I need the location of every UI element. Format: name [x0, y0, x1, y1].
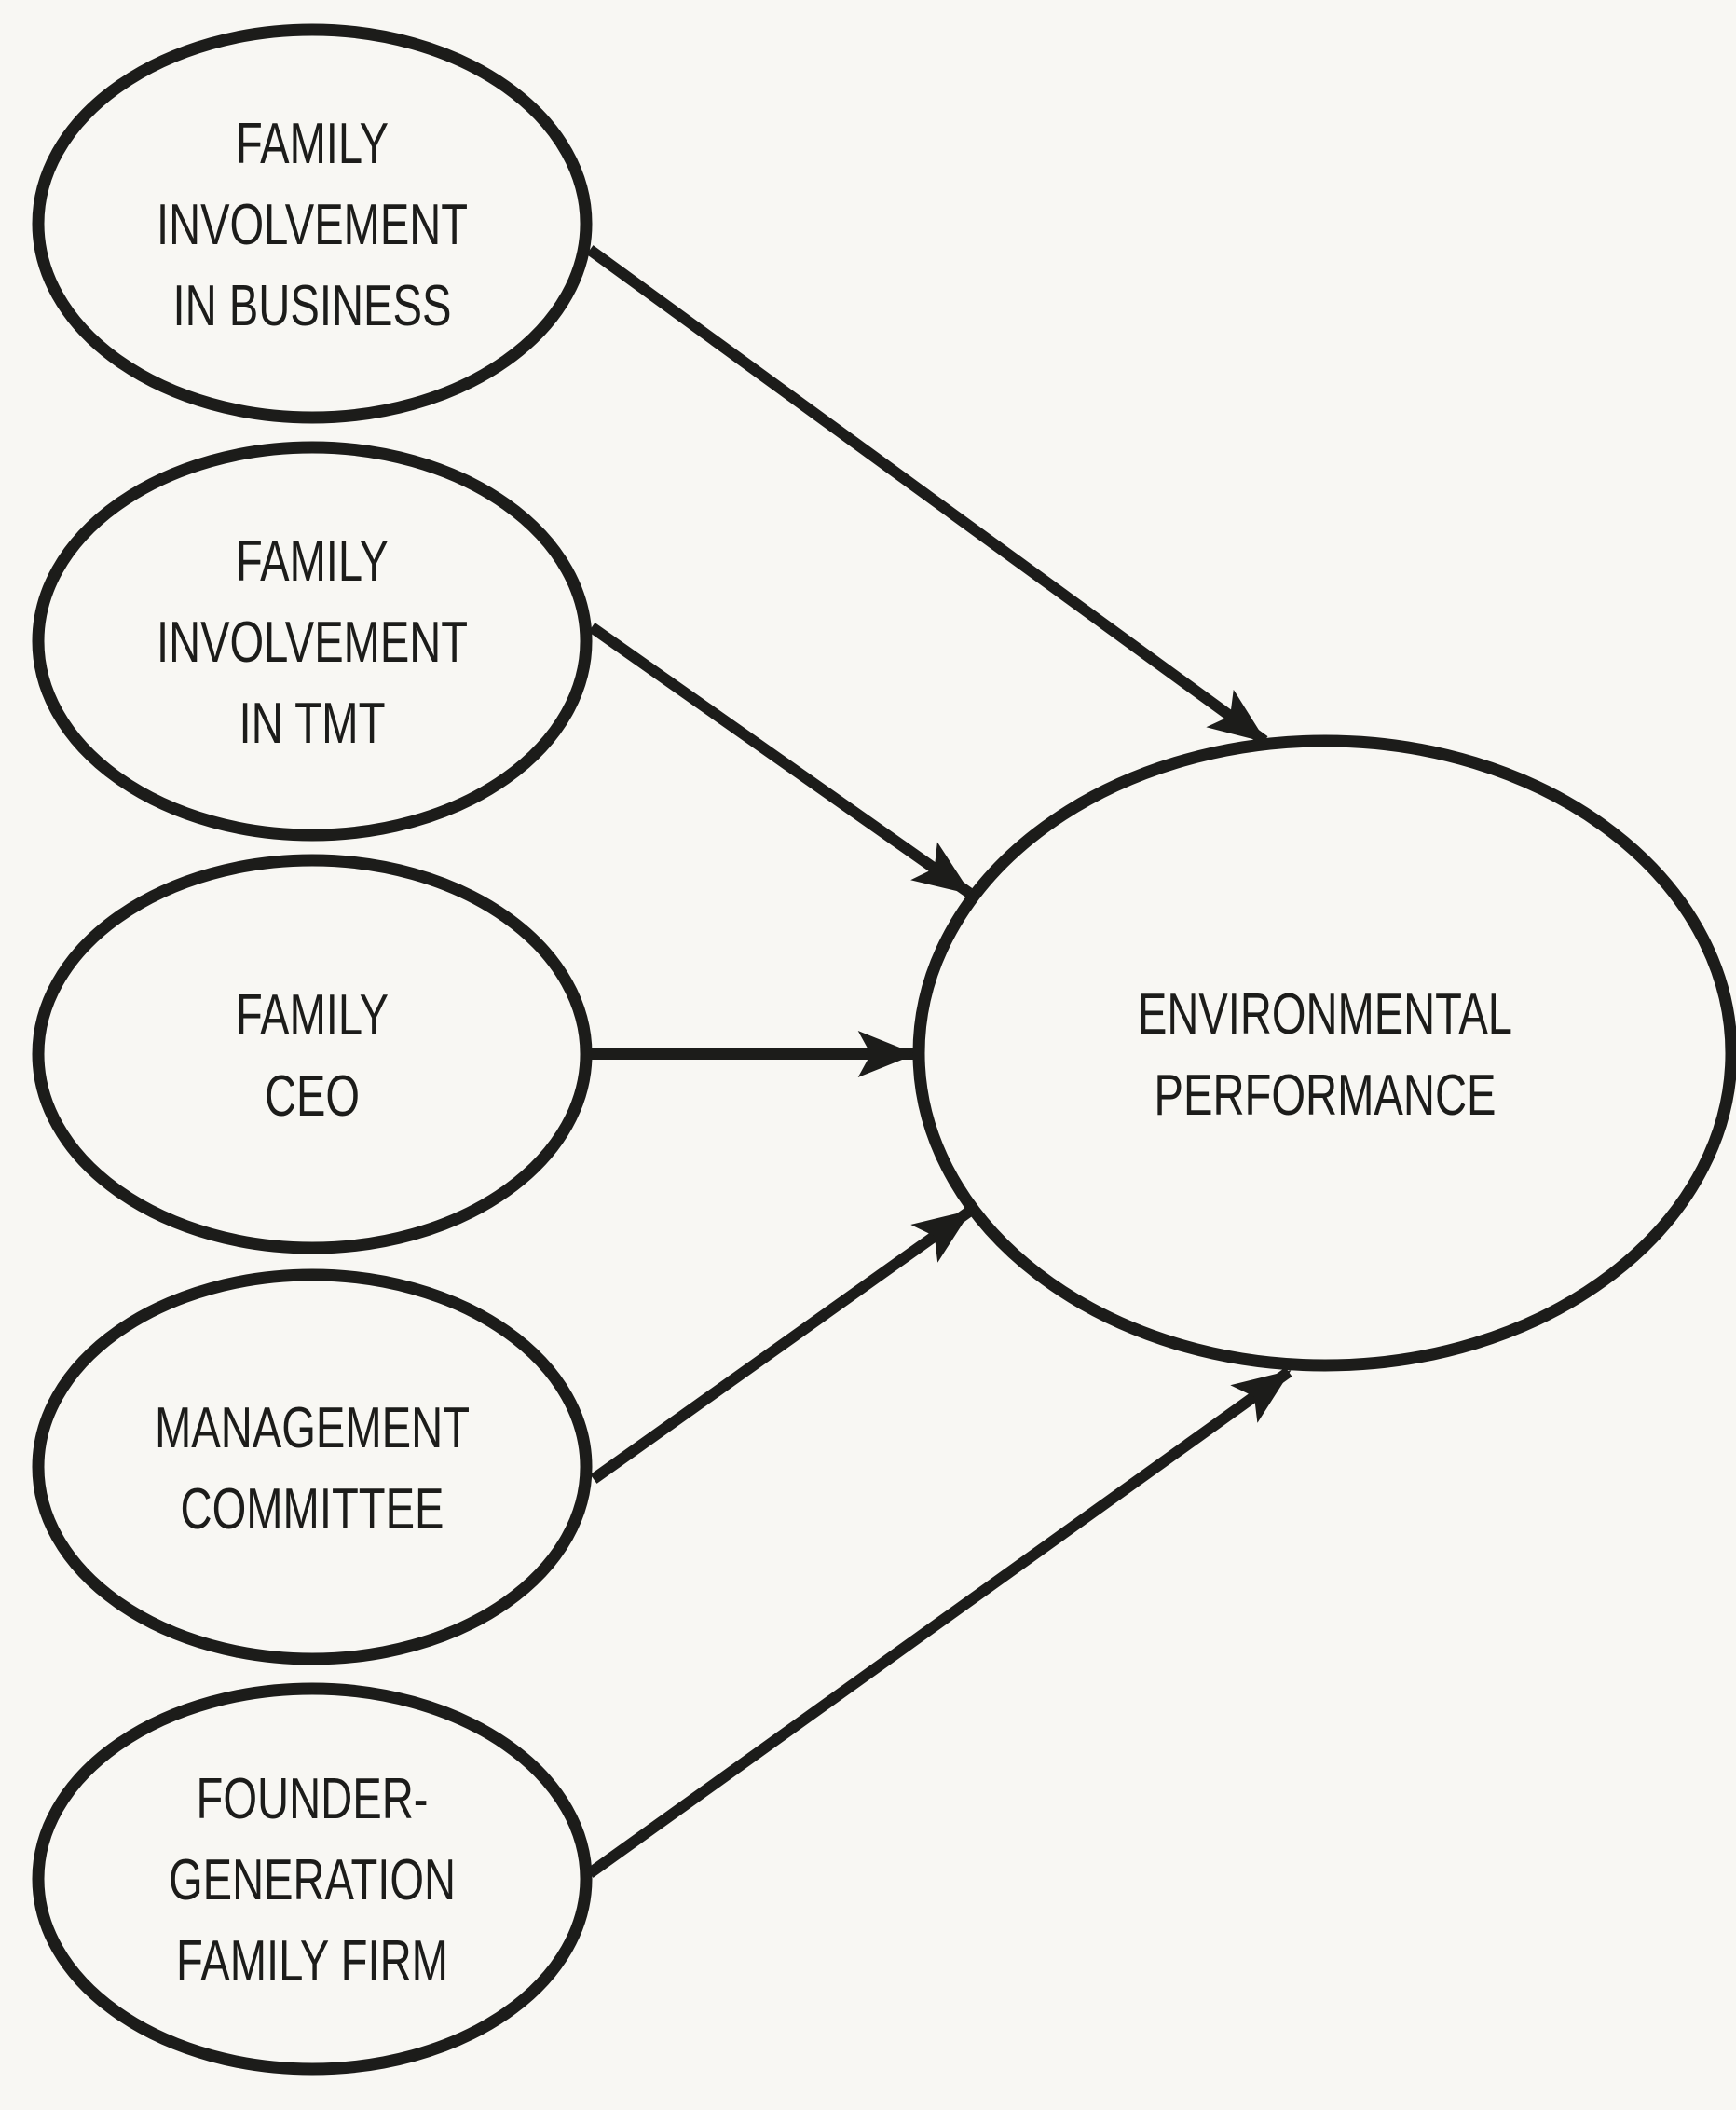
node-environmental-performance-label-line-2: PERFORMANCE	[1155, 1063, 1497, 1128]
node-environmental-performance-label-line-1: ENVIRONMENTAL	[1138, 982, 1512, 1047]
node-family-involvement-in-tmt-label-line-3: IN TMT	[239, 692, 386, 756]
node-founder-generation-family-firm: FOUNDER- GENERATION FAMILY FIRM	[32, 1682, 593, 2076]
node-environmental-performance: ENVIRONMENTAL PERFORMANCE	[912, 734, 1736, 1372]
node-management-committee-label-line-1: MANAGEMENT	[155, 1396, 470, 1460]
node-management-committee: MANAGEMENT COMMITTEE	[32, 1268, 593, 1665]
node-founder-generation-family-firm-label-line-2: GENERATION	[169, 1848, 456, 1912]
node-family-ceo-label-line-2: CEO	[265, 1064, 360, 1129]
node-family-involvement-in-business-label-line-1: FAMILY	[236, 112, 389, 176]
edge-management-committee-to-environmental-performance	[590, 1207, 973, 1484]
node-family-ceo-label-line-1: FAMILY	[236, 983, 389, 1048]
node-family-involvement-in-tmt: FAMILY INVOLVEMENT IN TMT	[32, 441, 593, 842]
node-founder-generation-family-firm-shape	[32, 1682, 593, 2076]
node-family-involvement-in-business-shape	[32, 23, 593, 424]
node-family-ceo: FAMILY CEO	[32, 854, 593, 1254]
node-family-involvement-in-business: FAMILY INVOLVEMENT IN BUSINESS	[32, 23, 593, 424]
node-family-involvement-in-tmt-shape	[32, 441, 593, 842]
edge-family-involvement-in-business-to-environmental-performance	[586, 245, 1268, 746]
node-management-committee-shape	[32, 1268, 593, 1665]
node-management-committee-label-line-2: COMMITTEE	[181, 1477, 444, 1541]
node-founder-generation-family-firm-label-line-3: FAMILY FIRM	[176, 1929, 448, 1994]
node-family-ceo-shape	[32, 854, 593, 1254]
node-family-involvement-in-tmt-label-line-1: FAMILY	[236, 529, 389, 594]
node-family-involvement-in-business-label-line-2: INVOLVEMENT	[157, 193, 468, 257]
node-environmental-performance-shape	[912, 734, 1736, 1372]
edge-founder-generation-family-firm-to-environmental-performance	[586, 1367, 1292, 1878]
edge-family-involvement-in-tmt-to-environmental-performance	[588, 623, 973, 897]
node-family-involvement-in-tmt-label-line-2: INVOLVEMENT	[157, 610, 468, 675]
node-family-involvement-in-business-label-line-3: IN BUSINESS	[173, 274, 452, 338]
node-founder-generation-family-firm-label-line-1: FOUNDER-	[197, 1767, 429, 1831]
